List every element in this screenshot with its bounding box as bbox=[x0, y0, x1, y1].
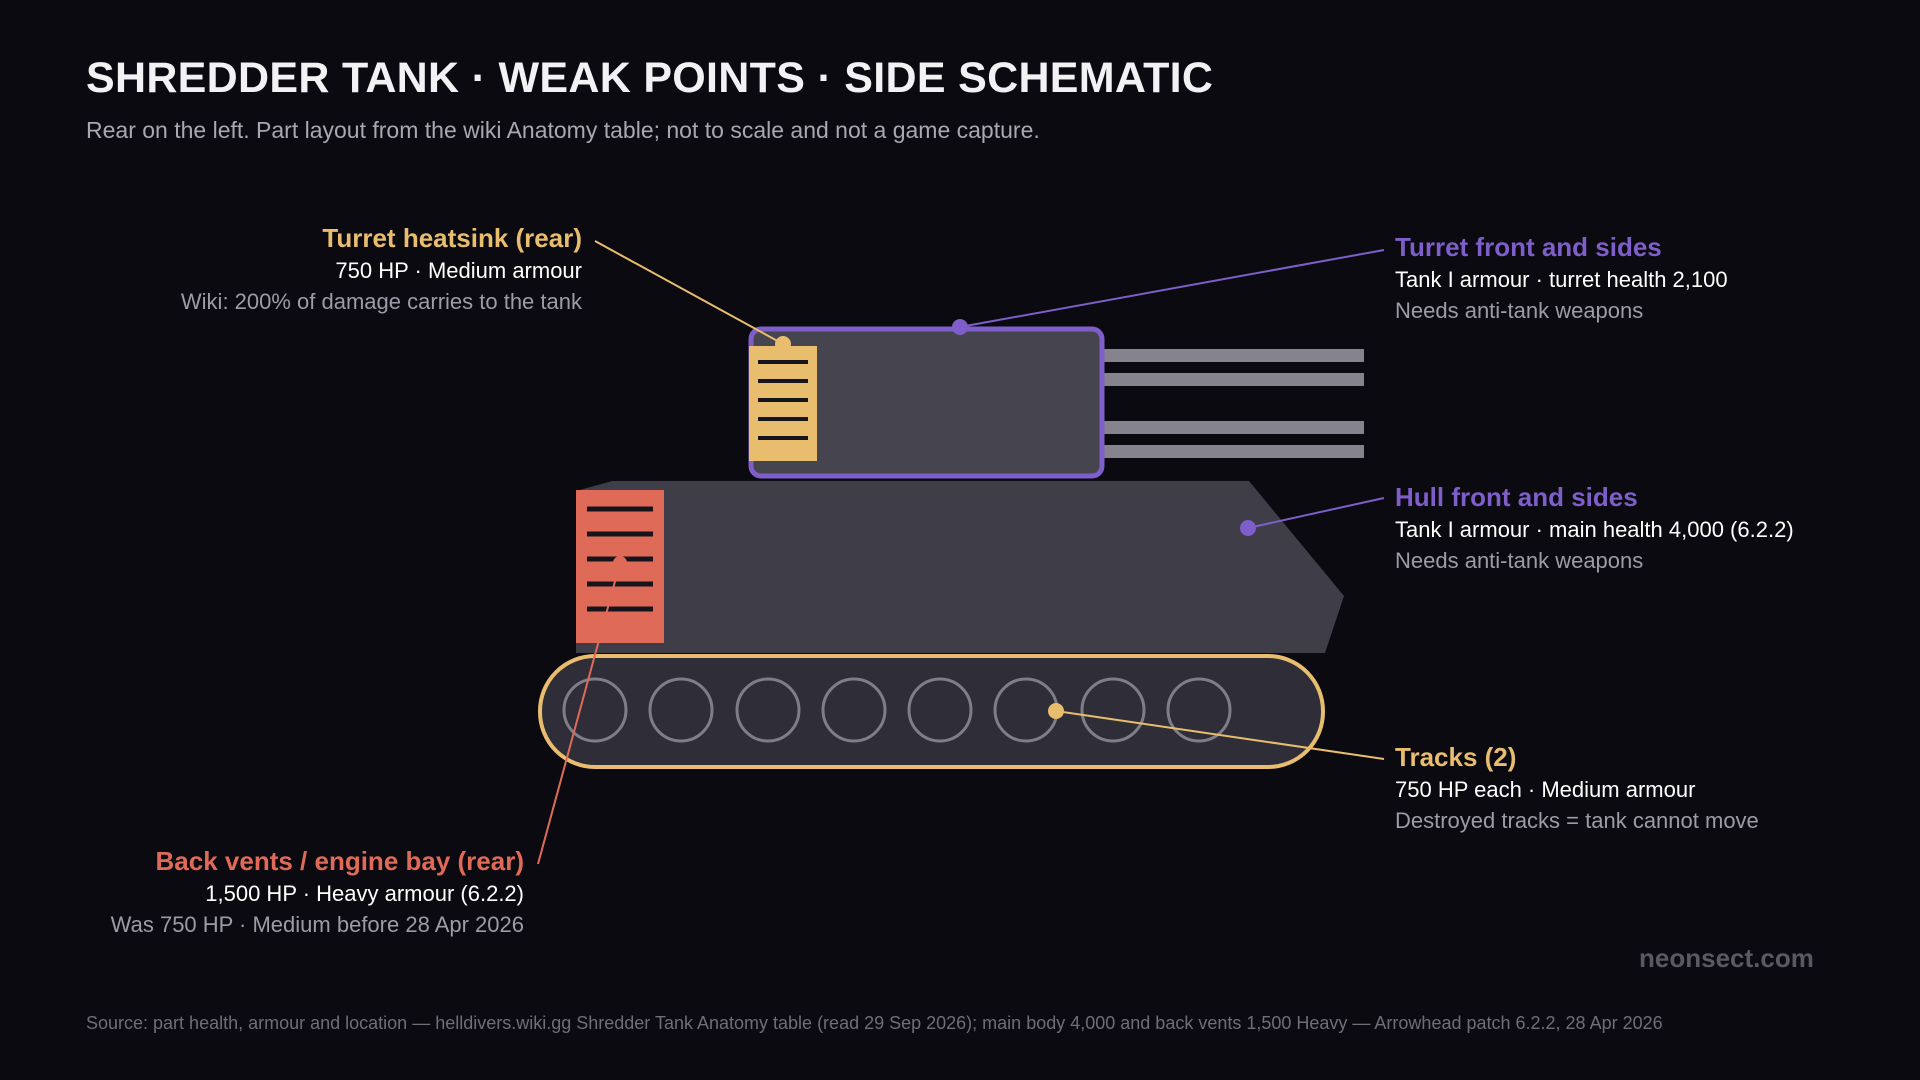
hull-front-title: Hull front and sides bbox=[1395, 482, 1638, 512]
back-vents-leader-line bbox=[537, 562, 621, 865]
turret-front-leader-dot bbox=[952, 319, 968, 335]
road-wheel bbox=[907, 677, 973, 743]
back-vents-note: Was 750 HP · Medium before 28 Apr 2026 bbox=[110, 912, 524, 937]
road-wheel bbox=[735, 677, 801, 743]
road-wheel bbox=[648, 677, 714, 743]
track-belt bbox=[538, 654, 1325, 769]
hull-front-callout: Hull front and sides Tank I armour · mai… bbox=[1395, 481, 1794, 576]
hull-body bbox=[576, 481, 1344, 653]
hull-front-leader-line bbox=[1247, 497, 1385, 529]
back-vents-leader-dot bbox=[613, 556, 627, 570]
source-note: Source: part health, armour and location… bbox=[86, 1013, 1663, 1033]
tracks-leader-dot bbox=[1048, 703, 1064, 719]
gun-barrel bbox=[1104, 373, 1364, 386]
hull-front-leader-dot bbox=[1240, 520, 1256, 536]
turret-front-note: Needs anti-tank weapons bbox=[1395, 298, 1644, 323]
gun-barrel bbox=[1104, 421, 1364, 434]
heatsink-leader-dot bbox=[775, 336, 791, 352]
back-vents-callout: Back vents / engine bay (rear) 1,500 HP … bbox=[111, 845, 524, 940]
tracks-note: Destroyed tracks = tank cannot move bbox=[1395, 808, 1759, 833]
gun-barrel bbox=[1104, 349, 1364, 362]
road-wheel bbox=[562, 677, 628, 743]
page-title: SHREDDER TANK · WEAK POINTS · SIDE SCHEM… bbox=[86, 54, 1214, 102]
turret-front-leader-line bbox=[959, 249, 1385, 328]
road-wheels bbox=[562, 677, 1232, 743]
back-vents-title: Back vents / engine bay (rear) bbox=[155, 846, 524, 876]
turret-heatsink-note: Wiki: 200% of damage carries to the tank bbox=[180, 289, 582, 314]
hull-front-stats: Tank I armour · main health 4,000 (6.2.2… bbox=[1395, 517, 1794, 542]
tracks-leader-line bbox=[1055, 710, 1385, 760]
page-subtitle: Rear on the left. Part layout from the w… bbox=[86, 117, 1040, 143]
turret-front-stats: Tank I armour · turret health 2,100 bbox=[1395, 267, 1728, 292]
road-wheel bbox=[1080, 677, 1146, 743]
turret-heatsink-stats: 750 HP · Medium armour bbox=[335, 258, 582, 283]
turret-heatsink-callout: Turret heatsink (rear) 750 HP · Medium a… bbox=[181, 222, 582, 317]
back-vents-stats: 1,500 HP · Heavy armour (6.2.2) bbox=[205, 881, 524, 906]
road-wheel bbox=[821, 677, 887, 743]
turret-front-title: Turret front and sides bbox=[1395, 232, 1662, 262]
turret-heatsink-title: Turret heatsink (rear) bbox=[322, 223, 582, 253]
tracks-callout: Tracks (2) 750 HP each · Medium armour D… bbox=[1395, 741, 1759, 836]
turret-front-callout: Turret front and sides Tank I armour · t… bbox=[1395, 231, 1728, 326]
road-wheel bbox=[1166, 677, 1232, 743]
back-vent-slats bbox=[587, 506, 653, 612]
watermark: neonsect.com bbox=[1639, 943, 1814, 973]
turret-heatsink bbox=[749, 346, 817, 461]
gun-barrel bbox=[1104, 445, 1364, 458]
tracks-title: Tracks (2) bbox=[1395, 742, 1517, 772]
gun-barrels bbox=[1104, 349, 1364, 458]
heatsink-vent-slats bbox=[758, 360, 808, 440]
hull-front-note: Needs anti-tank weapons bbox=[1395, 548, 1644, 573]
heatsink-leader-line bbox=[594, 240, 784, 345]
tracks-stats: 750 HP each · Medium armour bbox=[1395, 777, 1696, 802]
